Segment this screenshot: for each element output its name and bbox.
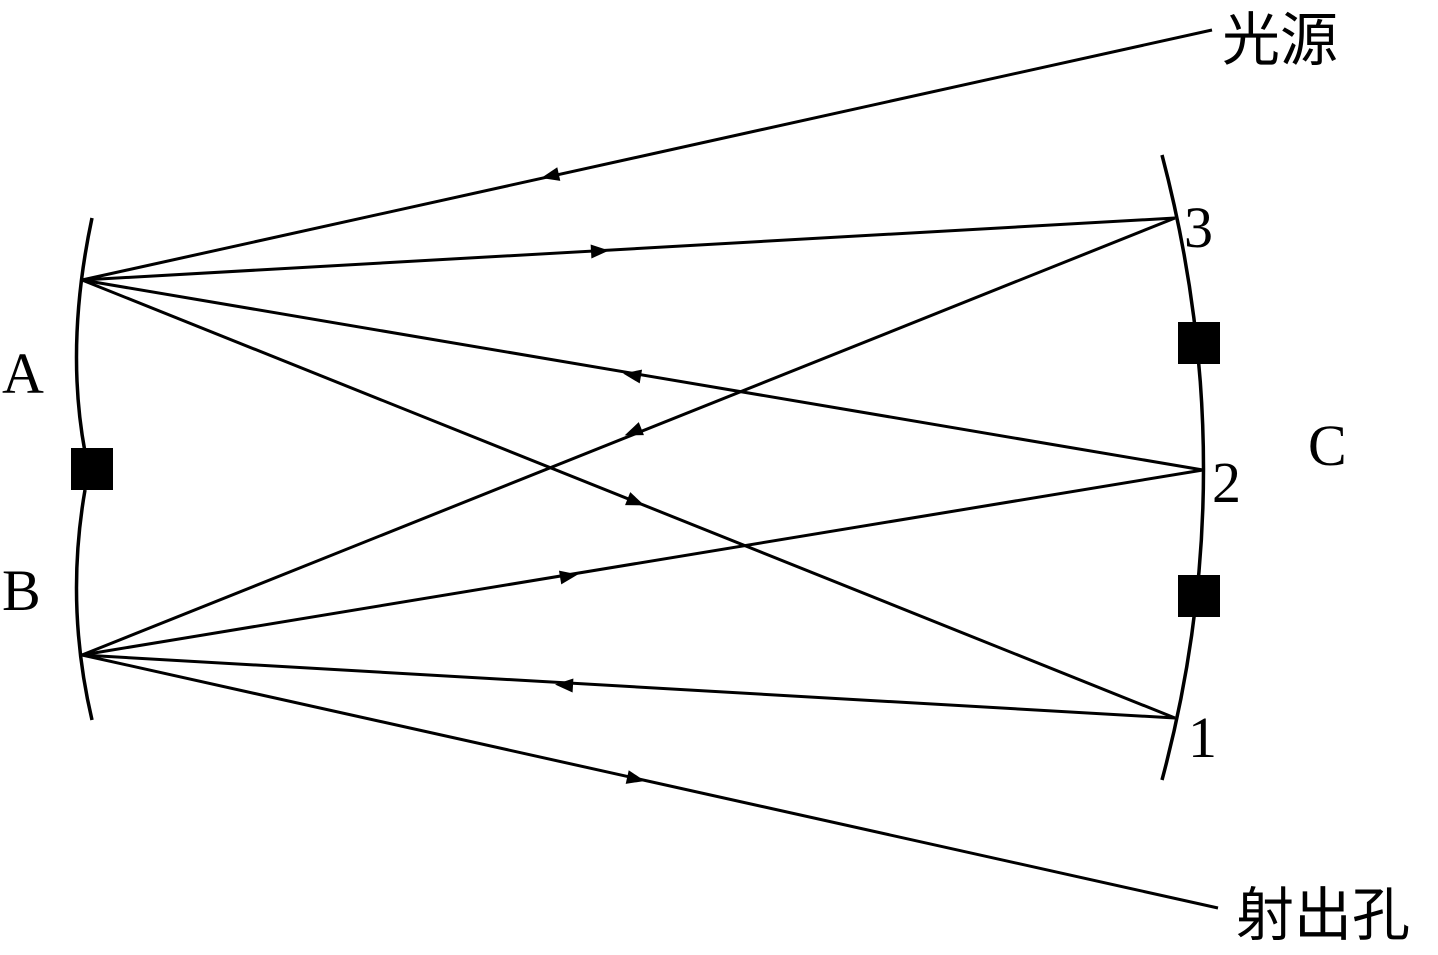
arrowhead-source-to-a	[541, 167, 561, 181]
mirror-a-arc	[74, 217, 94, 453]
arrowhead-3-to-b	[624, 422, 644, 436]
label-exit-hole: 射出孔	[1236, 881, 1410, 949]
label-point-2: 2	[1212, 450, 1241, 515]
arrowhead-b-to-exit	[625, 770, 645, 784]
arrowhead-a-to-1	[625, 492, 645, 506]
block-between-a-b	[71, 448, 113, 490]
ray-1-to-b	[81, 653, 1176, 720]
arrowhead-a-to-3	[590, 244, 609, 259]
block-c-upper	[1178, 322, 1220, 364]
mirror-c-arc	[1160, 154, 1206, 781]
label-mirror-c: C	[1308, 413, 1347, 478]
mirror-b-arc	[74, 489, 94, 721]
ray-b-to-exit	[81, 653, 1219, 910]
label-light-source: 光源	[1222, 6, 1338, 74]
arrowhead-2-to-a	[623, 369, 643, 384]
ray-a-2	[81, 278, 1204, 472]
label-point-3: 3	[1184, 195, 1213, 260]
ray-3-to-b	[81, 216, 1176, 657]
ray-b-to-2	[81, 468, 1204, 657]
block-c-lower	[1178, 575, 1220, 617]
arrowhead-b-to-2	[558, 570, 578, 585]
label-point-1: 1	[1188, 705, 1217, 770]
ray-a-to-3	[81, 216, 1176, 282]
ray-source-to-a	[81, 28, 1213, 282]
label-mirror-a: A	[2, 341, 44, 406]
arrowhead-1-to-b	[555, 678, 574, 693]
arrowheads	[541, 167, 645, 784]
label-mirror-b: B	[2, 558, 41, 623]
